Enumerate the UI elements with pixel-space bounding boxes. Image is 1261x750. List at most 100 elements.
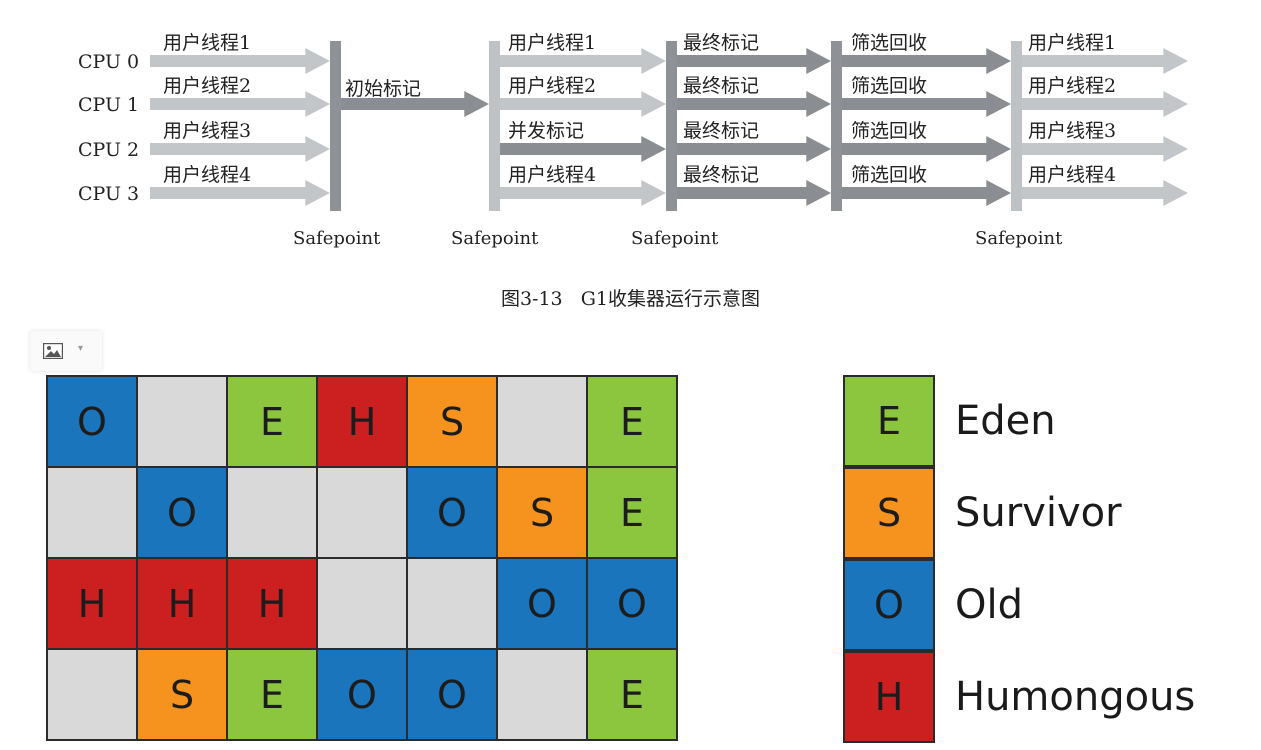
safepoint-bar-3 [666,41,677,211]
initial-mark-arrow [341,91,489,117]
region-cell [48,468,138,559]
resume-thread-label-3: 用户线程4 [1028,164,1116,186]
image-toolbar-button[interactable]: ▾ [30,331,102,371]
region-cell: E [228,377,318,468]
resume-thread-arrow-3 [1022,180,1188,206]
region-cell: O [498,559,588,650]
cleanup-arrow-2 [842,136,1011,162]
cleanup-arrow-1 [842,91,1011,117]
legend-swatch: O [843,559,935,651]
concurrent-label-3: 用户线程4 [508,164,596,186]
region-cell: E [588,377,678,468]
legend-swatch: E [843,375,935,467]
legend-label: Survivor [955,490,1122,536]
region-cell: S [138,650,228,741]
resume-thread-arrow-0 [1022,48,1188,74]
resume-thread-label-0: 用户线程1 [1028,32,1116,54]
region-cell: O [138,468,228,559]
final-mark-arrow-1 [677,91,831,117]
legend-label: Old [955,582,1023,628]
resume-thread-label-1: 用户线程2 [1028,75,1116,97]
region-cell: H [138,559,228,650]
final-mark-label-2: 最终标记 [683,120,759,142]
cpu-label-2: CPU 2 [78,139,139,161]
chevron-down-icon: ▾ [78,343,84,354]
concurrent-label-2: 并发标记 [508,120,584,142]
region-cell [138,377,228,468]
safepoint-label-1: Safepoint [293,228,381,249]
cleanup-arrow-0 [842,48,1011,74]
safepoint-label-3: Safepoint [631,228,719,249]
region-cell [318,468,408,559]
region-cell: H [318,377,408,468]
region-cell: O [588,559,678,650]
safepoint-bar-2 [489,41,500,211]
region-cell: O [48,377,138,468]
region-cell [318,559,408,650]
concurrent-label-0: 用户线程1 [508,32,596,54]
cleanup-arrow-3 [842,180,1011,206]
user-thread-label-1: 用户线程2 [163,75,251,97]
user-thread-arrow-2 [150,136,330,162]
resume-thread-arrow-1 [1022,91,1188,117]
final-mark-arrow-0 [677,48,831,74]
region-cell [48,650,138,741]
region-cell [498,377,588,468]
region-cell: E [588,468,678,559]
resume-thread-label-2: 用户线程3 [1028,120,1116,142]
user-thread-arrow-1 [150,91,330,117]
legend-label: Eden [955,398,1056,444]
safepoint-bar-1 [330,41,341,211]
concurrent-arrow-0 [500,48,666,74]
final-mark-arrow-2 [677,136,831,162]
region-cell [228,468,318,559]
cleanup-label-3: 筛选回收 [851,164,927,186]
cpu-label-3: CPU 3 [78,183,139,205]
final-mark-arrow-3 [677,180,831,206]
legend-label: Humongous [955,674,1196,720]
concurrent-arrow-1 [500,91,666,117]
region-cell [498,650,588,741]
user-thread-arrow-3 [150,180,330,206]
user-thread-label-0: 用户线程1 [163,32,251,54]
cpu-label-1: CPU 1 [78,94,139,116]
cleanup-label-0: 筛选回收 [851,32,927,54]
region-cell: S [408,377,498,468]
diagram-caption: 图3-13 G1收集器运行示意图 [500,288,761,310]
region-cell: H [48,559,138,650]
safepoint-bar-4 [1011,41,1022,211]
legend-swatch: H [843,651,935,743]
cpu-label-0: CPU 0 [78,51,139,73]
user-thread-label-2: 用户线程3 [163,120,251,142]
user-thread-arrow-0 [150,48,330,74]
g1-flow-diagram: CPU 0 CPU 1 CPU 2 CPU 3 用户线程1 用户线程2 用户线程3 用户线程4… [78,32,1188,249]
initial-mark-label: 初始标记 [345,78,421,100]
final-mark-label-3: 最终标记 [683,164,759,186]
cleanup-label-1: 筛选回收 [851,75,927,97]
concurrent-label-1: 用户线程2 [508,75,596,97]
region-cell: E [588,650,678,741]
region-cell: O [408,468,498,559]
concurrent-arrow-2 [500,136,666,162]
region-cell: O [318,650,408,741]
final-mark-label-0: 最终标记 [683,32,759,54]
cleanup-label-2: 筛选回收 [851,120,927,142]
concurrent-arrow-3 [500,180,666,206]
region-cell: H [228,559,318,650]
final-mark-label-1: 最终标记 [683,75,759,97]
region-cell: S [498,468,588,559]
safepoint-label-2: Safepoint [451,228,539,249]
safepoint-label-4: Safepoint [975,228,1063,249]
region-cell: O [408,650,498,741]
region-cell: E [228,650,318,741]
resume-thread-arrow-2 [1022,136,1188,162]
image-icon [43,343,63,359]
legend-item: O Old [843,559,1243,651]
legend-swatch: S [843,467,935,559]
legend-item: E Eden [843,375,1243,467]
user-thread-label-3: 用户线程4 [163,164,251,186]
legend-item: H Humongous [843,651,1243,743]
legend-item: S Survivor [843,467,1243,559]
